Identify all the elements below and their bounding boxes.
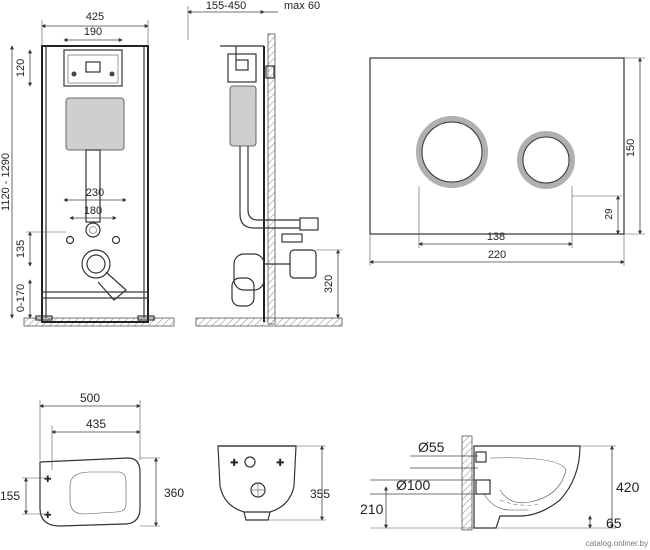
flush-plate: 150 29 138 220: [369, 57, 645, 266]
outlet-diameter-label: Ø100: [396, 477, 430, 493]
side-drain: [233, 253, 265, 291]
stud-right: [111, 235, 121, 245]
bowl-outer-width-label: 500: [80, 391, 100, 405]
bolt-spacing-label: 155: [0, 489, 20, 503]
bowl-rim-top: [69, 471, 127, 515]
stud-left: [65, 235, 75, 245]
plate-width-label: 190: [84, 26, 102, 38]
watermark: catalog.onliner.by: [586, 539, 648, 548]
frame-outline: [41, 45, 149, 323]
total-height-label: 1120 - 1290: [0, 153, 12, 211]
bottom-offset-label: 29: [604, 208, 615, 220]
plate-height-dim: 150: [625, 139, 637, 157]
flush-pipe: [85, 149, 101, 223]
front-bolt-2: ✚: [276, 458, 284, 469]
bolt-mark-1: ✚: [44, 474, 52, 484]
installation-frame-side: 155-450 max 60 320: [187, 0, 343, 327]
valve-head: [227, 53, 257, 83]
bolt-mark-2: ✚: [44, 510, 52, 520]
outlet-height-dim: 210: [360, 501, 384, 517]
bowl-top-view: ✚ ✚ 500 435 360 155: [0, 391, 184, 527]
outlet-height-label: 135: [15, 240, 27, 258]
frame-width-label: 425: [86, 11, 104, 23]
frame-crossbar: [41, 291, 149, 299]
drain-bend: [97, 271, 127, 301]
bowl-bottom-label: 65: [606, 515, 622, 531]
bowl-outline-side: [473, 445, 581, 529]
inlet-diameter-label: Ø55: [418, 439, 445, 455]
front-inlet: [244, 456, 256, 468]
plate-height-label: 120: [15, 59, 27, 77]
plate-opening: [63, 49, 123, 87]
bowl-outline-front: [217, 445, 297, 513]
bowl-front-view: ✚ ✚ 355: [217, 445, 330, 521]
button-spacing-label: 138: [487, 231, 505, 243]
installation-frame-front: 425 190 120 1120 - 1290 230 180 135 0-17…: [0, 11, 175, 327]
flush-outlet: [85, 222, 101, 238]
front-bolt-1: ✚: [230, 458, 238, 469]
side-cistern: [229, 85, 257, 147]
floor-adjust-label: 0-170: [15, 284, 27, 312]
stud-spacing-label: 180: [84, 205, 102, 217]
bowl-height-label: 420: [616, 479, 640, 495]
plate-width-dim: 220: [488, 249, 506, 261]
flush-button-large: [416, 116, 488, 188]
wall-hatch: [267, 33, 276, 325]
front-height-label: 355: [310, 487, 330, 501]
drain-outlet: [81, 249, 111, 279]
max-label: max 60: [284, 0, 320, 12]
wall-range-label: 155-450: [206, 0, 246, 12]
bowl-depth-label: 360: [164, 486, 184, 500]
side-flush-pipe: [239, 146, 300, 229]
flush-plate-outline: [369, 57, 625, 235]
bowl-inner-width-label: 435: [86, 417, 106, 431]
drain-height-label: 320: [323, 275, 335, 293]
bowl-side-view: Ø55 Ø100 210 420 65: [360, 435, 640, 531]
front-outlet: [250, 482, 266, 498]
flush-button-small: [517, 131, 575, 189]
side-wall-hatch: [461, 435, 473, 531]
bowl-outline-top: [39, 457, 141, 527]
cistern: [65, 97, 125, 151]
pipe-spacing-label: 230: [86, 187, 104, 199]
